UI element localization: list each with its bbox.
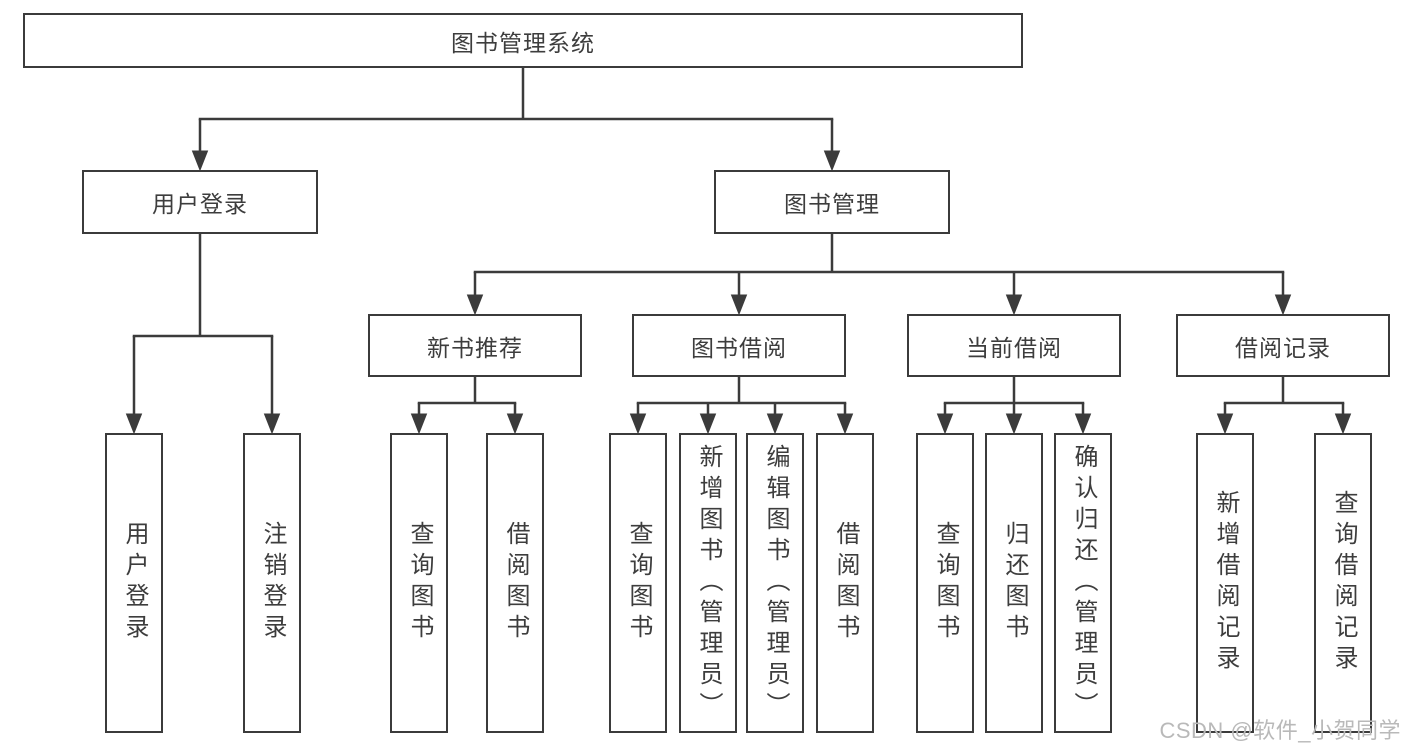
edges-user-login	[125, 234, 281, 435]
node-label: 查询图书	[932, 521, 959, 645]
node-book-management: 图书管理	[714, 170, 950, 234]
node-label: 新增图书（管理员）	[695, 443, 722, 723]
edges-new-book-recommend	[410, 377, 524, 435]
csdn-watermark: CSDN @软件_小贺同学	[1159, 718, 1401, 743]
node-label: 查询借阅记录	[1330, 490, 1357, 676]
arrowhead	[263, 413, 281, 435]
arrowhead	[730, 294, 748, 316]
arrowhead	[836, 413, 854, 435]
arrowhead	[191, 150, 209, 172]
arrowhead	[125, 413, 143, 435]
arrowhead	[629, 413, 647, 435]
node-library-system: 图书管理系统	[23, 13, 1023, 68]
node-label: 借阅图书	[832, 521, 859, 645]
leaf-bb-query-books: 查询图书	[609, 433, 667, 733]
node-label: 新增借阅记录	[1212, 490, 1239, 676]
leaf-bb-add-books-admin: 新增图书（管理员）	[679, 433, 737, 733]
arrowhead	[766, 413, 784, 435]
node-current-borrowing: 当前借阅	[907, 314, 1121, 377]
node-label: 确认归还（管理员）	[1070, 443, 1097, 723]
arrowhead	[466, 294, 484, 316]
edges-current-borrowing	[936, 377, 1092, 435]
node-borrowing-records: 借阅记录	[1176, 314, 1390, 377]
edges-root	[191, 68, 841, 172]
leaf-nbr-query-books: 查询图书	[390, 433, 448, 733]
node-book-borrowing: 图书借阅	[632, 314, 846, 377]
node-label: 图书管理	[784, 191, 880, 217]
edges-book-management	[466, 234, 1292, 316]
leaf-br-add-record: 新增借阅记录	[1196, 433, 1254, 733]
leaf-bb-edit-books-admin: 编辑图书（管理员）	[746, 433, 804, 733]
node-label: 查询图书	[406, 521, 433, 645]
node-user-login-branch: 用户登录	[82, 170, 318, 234]
arrowhead	[1274, 294, 1292, 316]
node-label: 归还图书	[1001, 521, 1028, 645]
edges-book-borrowing	[629, 377, 854, 435]
leaf-logout: 注销登录	[243, 433, 301, 733]
leaf-bb-borrow-books: 借阅图书	[816, 433, 874, 733]
node-label: 查询图书	[625, 521, 652, 645]
arrowhead	[506, 413, 524, 435]
node-label: 图书管理系统	[451, 29, 595, 56]
leaf-cb-confirm-return-admin: 确认归还（管理员）	[1054, 433, 1112, 733]
node-label: 注销登录	[259, 521, 286, 645]
node-label: 图书借阅	[691, 334, 787, 361]
arrowhead	[1005, 294, 1023, 316]
leaf-cb-query-books: 查询图书	[916, 433, 974, 733]
arrowhead	[1005, 413, 1023, 435]
arrowhead	[699, 413, 717, 435]
arrowhead	[936, 413, 954, 435]
node-label: 编辑图书（管理员）	[762, 443, 789, 723]
arrowhead	[1216, 413, 1234, 435]
node-label: 新书推荐	[427, 334, 523, 361]
arrowhead	[1074, 413, 1092, 435]
node-label: 用户登录	[121, 521, 148, 645]
node-new-book-recommend: 新书推荐	[368, 314, 582, 377]
node-label: 用户登录	[152, 191, 248, 217]
node-label: 借阅记录	[1235, 334, 1331, 361]
leaf-br-query-record: 查询借阅记录	[1314, 433, 1372, 733]
leaf-nbr-borrow-books: 借阅图书	[486, 433, 544, 733]
leaf-cb-return-books: 归还图书	[985, 433, 1043, 733]
arrowhead	[823, 150, 841, 172]
edges-borrowing-records	[1216, 377, 1352, 435]
leaf-user-login: 用户登录	[105, 433, 163, 733]
arrowhead	[1334, 413, 1352, 435]
node-label: 当前借阅	[966, 334, 1062, 361]
arrowhead	[410, 413, 428, 435]
node-label: 借阅图书	[502, 521, 529, 645]
